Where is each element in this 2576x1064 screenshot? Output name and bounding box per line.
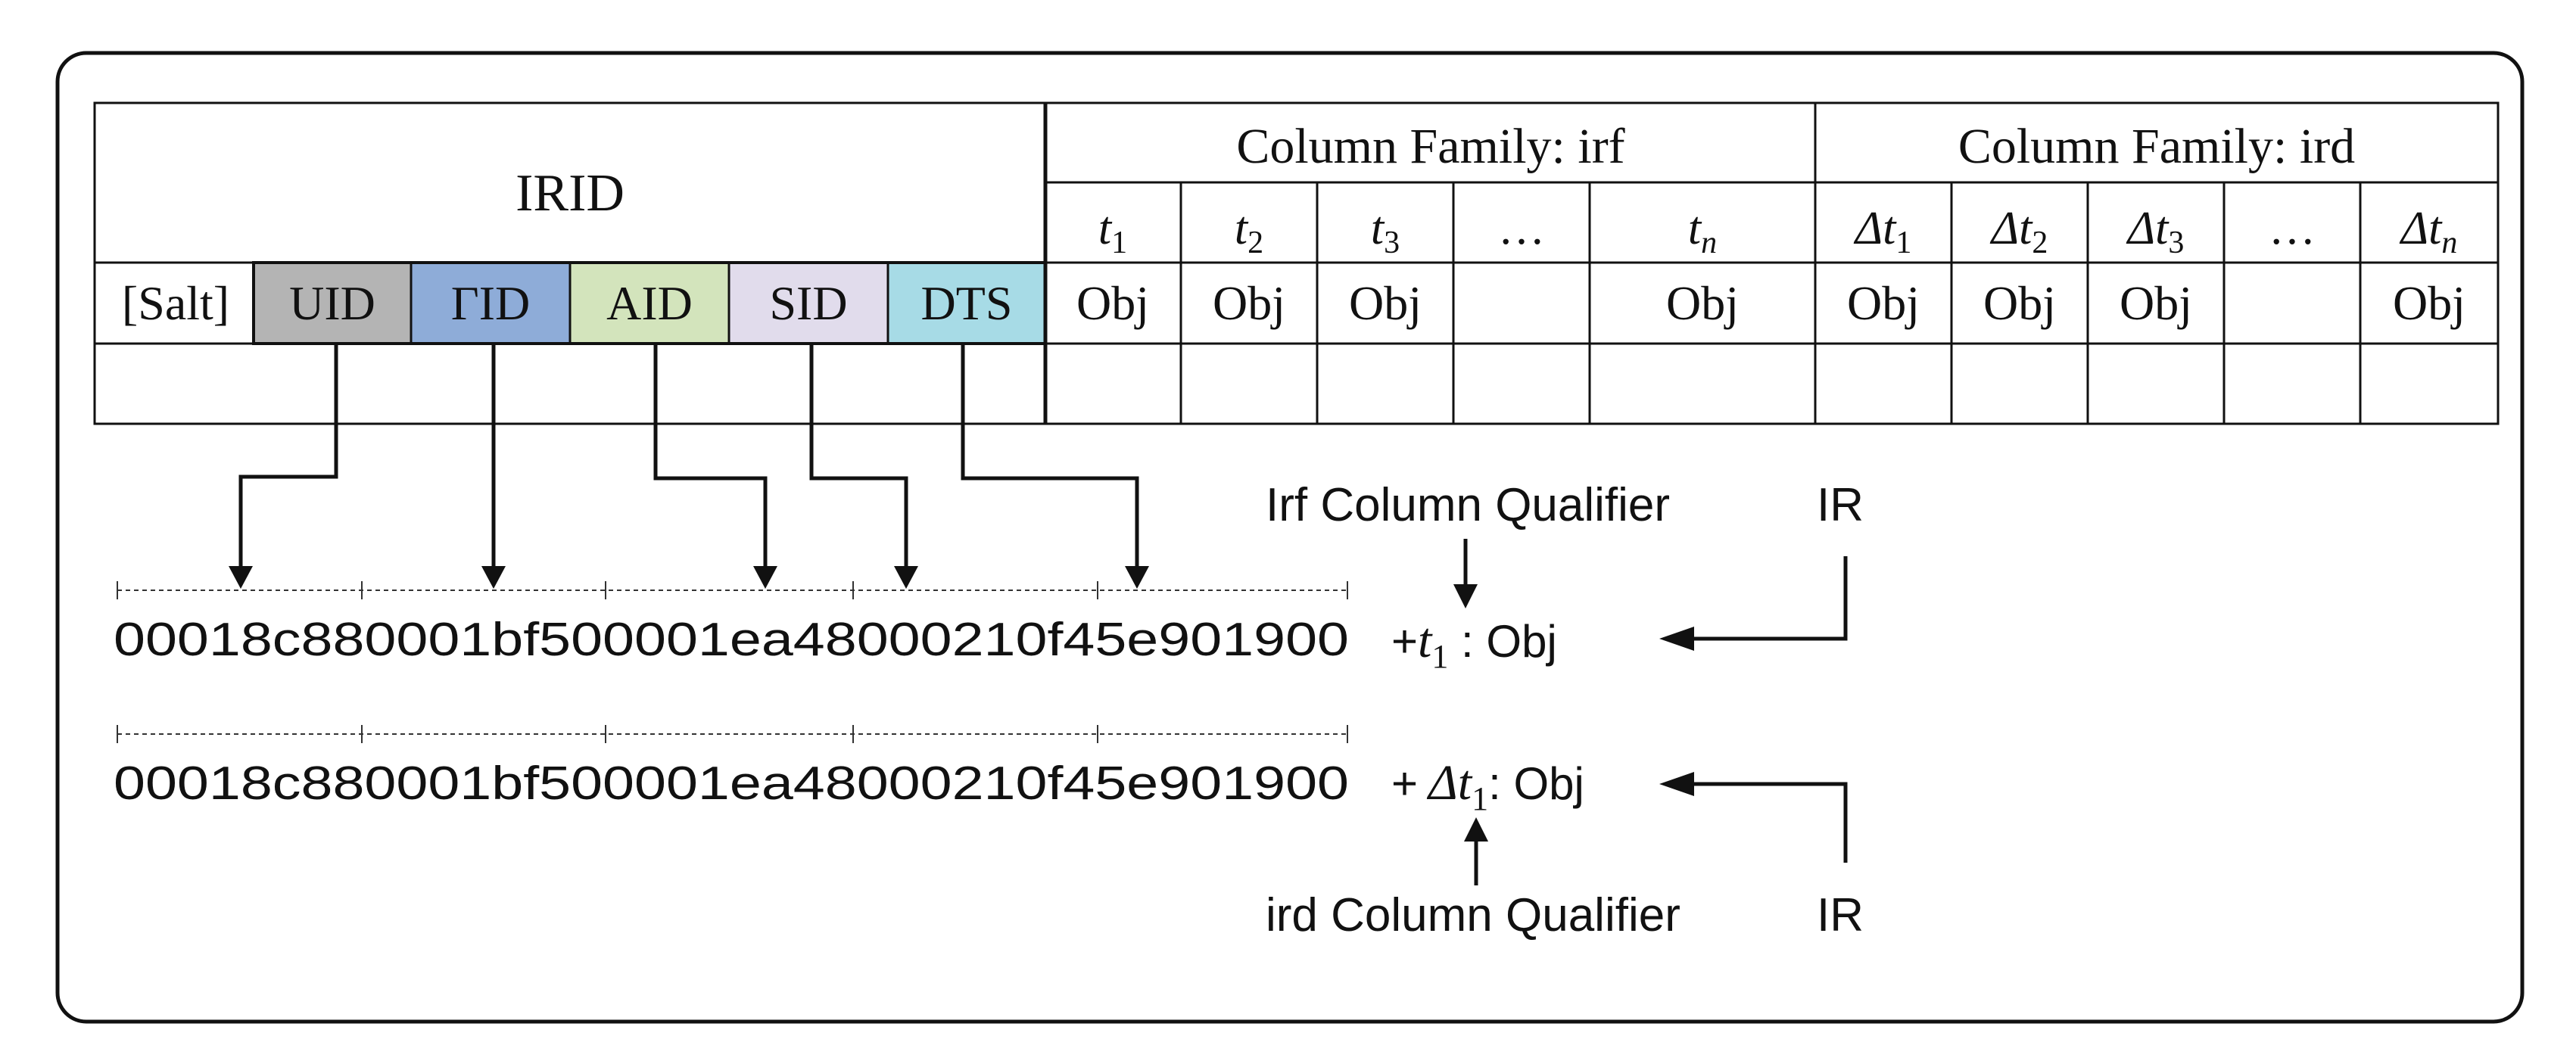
hbase-table <box>93 101 2500 425</box>
ird-qualifier-n: Δtn <box>2399 203 2458 260</box>
ird-cell-3: Obj <box>2120 276 2192 330</box>
rowkey-part-aid-fill <box>570 263 729 344</box>
rowkey-part-aid: AID <box>606 276 693 330</box>
rowkey-part-salt: [Salt] <box>122 276 229 330</box>
rowkey-part-sid-fill <box>729 263 888 344</box>
dts-arrow <box>961 344 1141 583</box>
rowkey-mapping-arrows <box>237 344 1141 583</box>
ird-qualifier-3: Δt3 <box>2126 203 2185 260</box>
rowkey-part-salt-fill <box>95 263 254 344</box>
ird-qualifier-1: Δt1 <box>1853 203 1912 260</box>
ir-top-arrow <box>1688 556 1848 641</box>
ir-label-bottom: IR <box>1817 889 1864 941</box>
diagram-frame <box>55 51 2525 1024</box>
rowkey-part-dts-fill <box>888 263 1045 344</box>
rowkey-part-uid: UID <box>289 276 375 330</box>
rowkey-part-gid-fill <box>411 263 570 344</box>
ird-qualifier-label: ird Column Qualifier <box>1266 889 1680 941</box>
irf-cell-n: Obj <box>1666 276 1739 330</box>
irf-qualifier-ellipsis: … <box>1498 203 1545 254</box>
qualifier-expression-2: +Δt1: Obj <box>1391 755 1584 817</box>
family-title-ird: Column Family: ird <box>1958 119 2355 174</box>
hex-key-2: 00018c880001bf500001ea48000210f45e901900 <box>114 758 1349 810</box>
qualifier-expression-1: +t1 : Obj <box>1391 613 1557 675</box>
irf-qualifier-n: tn <box>1688 203 1717 260</box>
sid-arrow <box>809 344 910 583</box>
rowkey-header: IRID <box>516 164 625 222</box>
aid-arrow <box>653 344 769 583</box>
uid-arrow <box>237 344 338 583</box>
irf-qualifier-2: t2 <box>1235 203 1263 260</box>
irf-cell-3: Obj <box>1349 276 1422 330</box>
ir-label-top: IR <box>1817 479 1864 531</box>
rowkey-part-uid-fill <box>254 263 411 344</box>
irf-cell-1: Obj <box>1076 276 1149 330</box>
ird-cell-n: Obj <box>2393 276 2465 330</box>
irf-qualifier-3: t3 <box>1371 203 1400 260</box>
ird-qualifier-2: Δt2 <box>1989 203 2048 260</box>
rowkey-part-dts: DTS <box>921 276 1013 330</box>
family-title-irf: Column Family: irf <box>1236 119 1624 174</box>
hex-key-1: 00018c880001bf500001ea48000210f45e901900 <box>114 614 1349 666</box>
irf-qualifier-label: Irf Column Qualifier <box>1266 479 1670 531</box>
ird-cell-2: Obj <box>1983 276 2056 330</box>
ird-qualifier-ellipsis: … <box>2269 203 2316 254</box>
rowkey-part-sid: SID <box>769 276 847 330</box>
ird-cell-1: Obj <box>1847 276 1920 330</box>
ir-bottom-arrow <box>1688 782 1848 863</box>
irf-cell-2: Obj <box>1213 276 1285 330</box>
irf-qualifier-1: t1 <box>1098 203 1127 260</box>
rowkey-part-gid: ΓID <box>451 276 531 330</box>
